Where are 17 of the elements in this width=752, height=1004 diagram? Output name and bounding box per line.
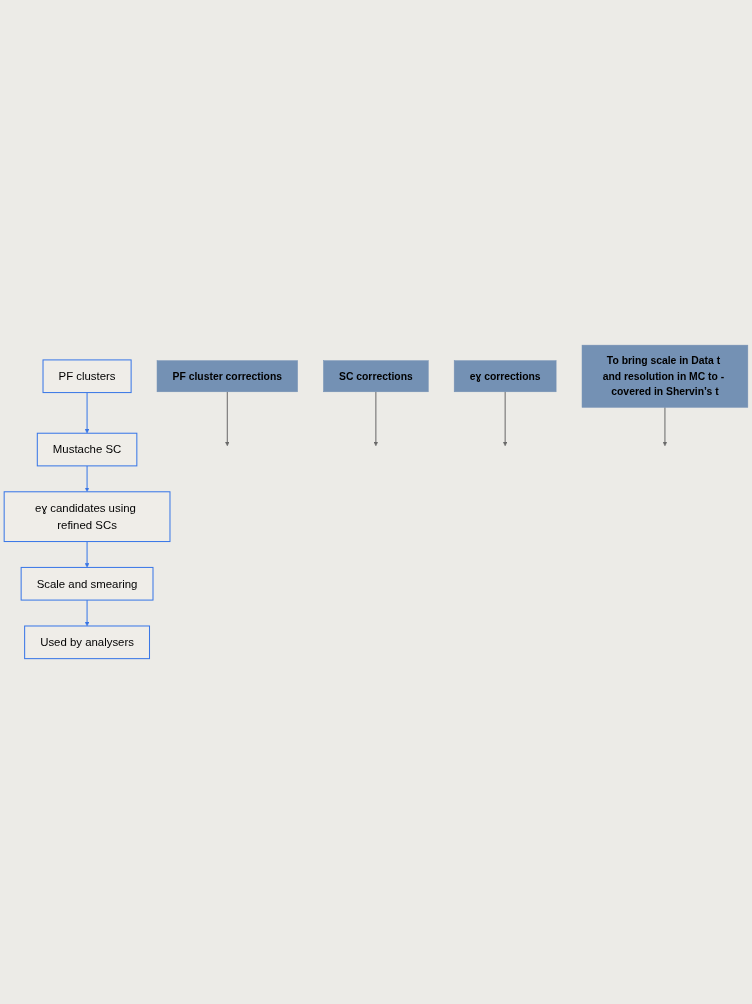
arrow (502, 391, 508, 447)
arrow (84, 392, 90, 434)
node-box: To bring scale in Data t and resolution in MC to - covered in Shervin’s t (581, 345, 749, 408)
arrow (662, 406, 668, 447)
node-box: Used by analysers (24, 625, 150, 660)
node-box: Mustache SC (36, 432, 138, 467)
node-box: eɣ candidates using refined SCs (3, 491, 171, 543)
arrow (225, 391, 230, 447)
node-box: eɣ corrections (453, 360, 557, 393)
arrow (373, 391, 379, 447)
arrow (84, 541, 90, 568)
node-box: Scale and smearing (20, 567, 154, 601)
node-box: PF clusters (42, 359, 132, 394)
arrow (84, 599, 90, 627)
node-box: SC corrections (323, 360, 429, 393)
node-box: PF cluster corrections (156, 360, 298, 393)
arrow (84, 465, 90, 493)
